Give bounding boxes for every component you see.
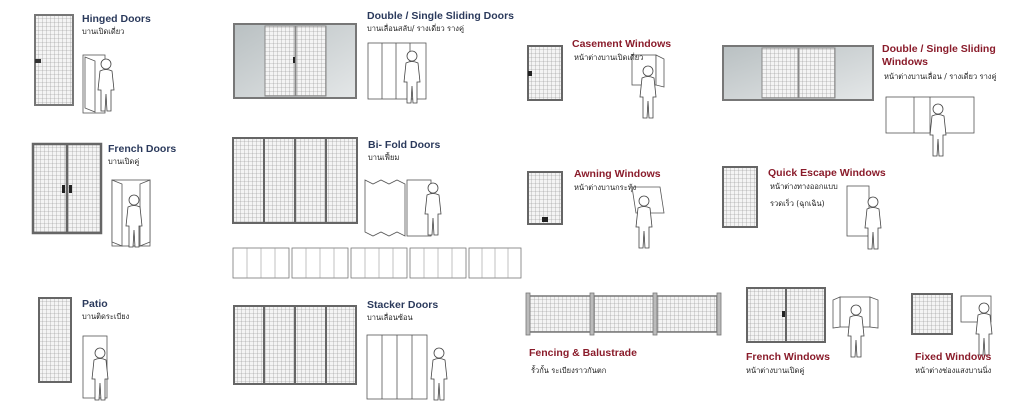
stacker-door-screen-image [233,305,357,385]
stacker-doors-subtitle: บานเลื่อนซ้อน [367,313,413,322]
quick-escape-window-screen-image [722,166,758,228]
sliding-door-screen-image [233,23,357,99]
awning-window-illustration [631,186,665,249]
sliding-windows-title-line2: Windows [882,56,928,68]
french-windows-subtitle: หน้าต่างบานเปิดคู่ [746,366,805,375]
sliding-door-illustration [367,42,427,104]
fencing-balustrade-image [525,292,722,336]
quick-escape-windows-subtitle-line1: หน้าต่างทางออกแบบ [770,182,838,191]
bifold-doors-subtitle: บานเฟี้ยม [368,153,400,162]
bifold-door-screen-image [232,137,358,224]
casement-window-illustration [631,54,665,119]
sliding-doors-subtitle: บานเลื่อนสลับ/ รางเดี่ยว รางคู่ [367,24,464,33]
patio-door-screen-image [38,297,72,383]
french-doors-subtitle: บานเปิดคู่ [108,157,140,166]
quick-escape-windows-subtitle-line2: รวดเร็ว (ฉุกเฉิน) [770,199,825,208]
french-doors-title: French Doors [108,143,177,155]
hinged-door-open-illustration [82,54,115,114]
awning-windows-title: Awning Windows [574,168,661,180]
sliding-window-illustration [885,96,975,157]
sliding-windows-subtitle: หน้าต่างบานเลื่อน / รางเดี่ยว รางคู่ [884,72,997,81]
hinged-doors-subtitle: บานเปิดเดี่ยว [82,27,125,36]
casement-windows-subtitle: หน้าต่างบานเปิดเดี่ยว [574,53,644,62]
fencing-balustrade-title: Fencing & Balustrade [529,347,637,359]
patio-subtitle: บานติดระเบียง [82,312,130,321]
fixed-window-illustration [960,295,993,356]
hinged-door-screen-image [34,14,74,106]
french-window-screen-image [746,287,826,343]
quick-escape-window-illustration [846,185,882,250]
casement-window-screen-image [527,45,563,101]
french-windows-title: French Windows [746,351,830,363]
bifold-door-illustration [364,179,442,237]
quick-escape-windows-title: Quick Escape Windows [768,167,886,179]
french-window-illustration [832,296,879,358]
french-door-open-illustration [111,179,151,248]
fencing-balustrade-subtitle: รั้วกั้น ระเบียงราวกันตก [531,366,607,375]
french-door-screen-image [31,142,103,235]
fixed-window-screen-image [911,293,953,335]
casement-windows-title: Casement Windows [572,38,672,50]
stacker-doors-title: Stacker Doors [367,299,439,311]
bifold-doors-title: Bi- Fold Doors [368,139,441,151]
sliding-windows-title-line1: Double / Single Sliding [882,43,996,55]
bifold-configuration-diagrams [232,247,522,279]
hinged-doors-title: Hinged Doors [82,13,151,25]
fixed-windows-title: Fixed Windows [915,351,992,363]
sliding-window-screen-image [722,45,874,101]
awning-windows-subtitle: หน้าต่างบานกระทุ้ง [574,183,637,192]
patio-title: Patio [82,298,108,310]
sliding-doors-title: Double / Single Sliding Doors [367,10,515,22]
awning-window-screen-image [527,171,563,225]
patio-door-open-illustration [82,335,109,401]
fixed-windows-subtitle: หน้าต่างช่องแสงบานนิ่ง [915,366,992,375]
stacker-door-illustration [366,334,448,401]
